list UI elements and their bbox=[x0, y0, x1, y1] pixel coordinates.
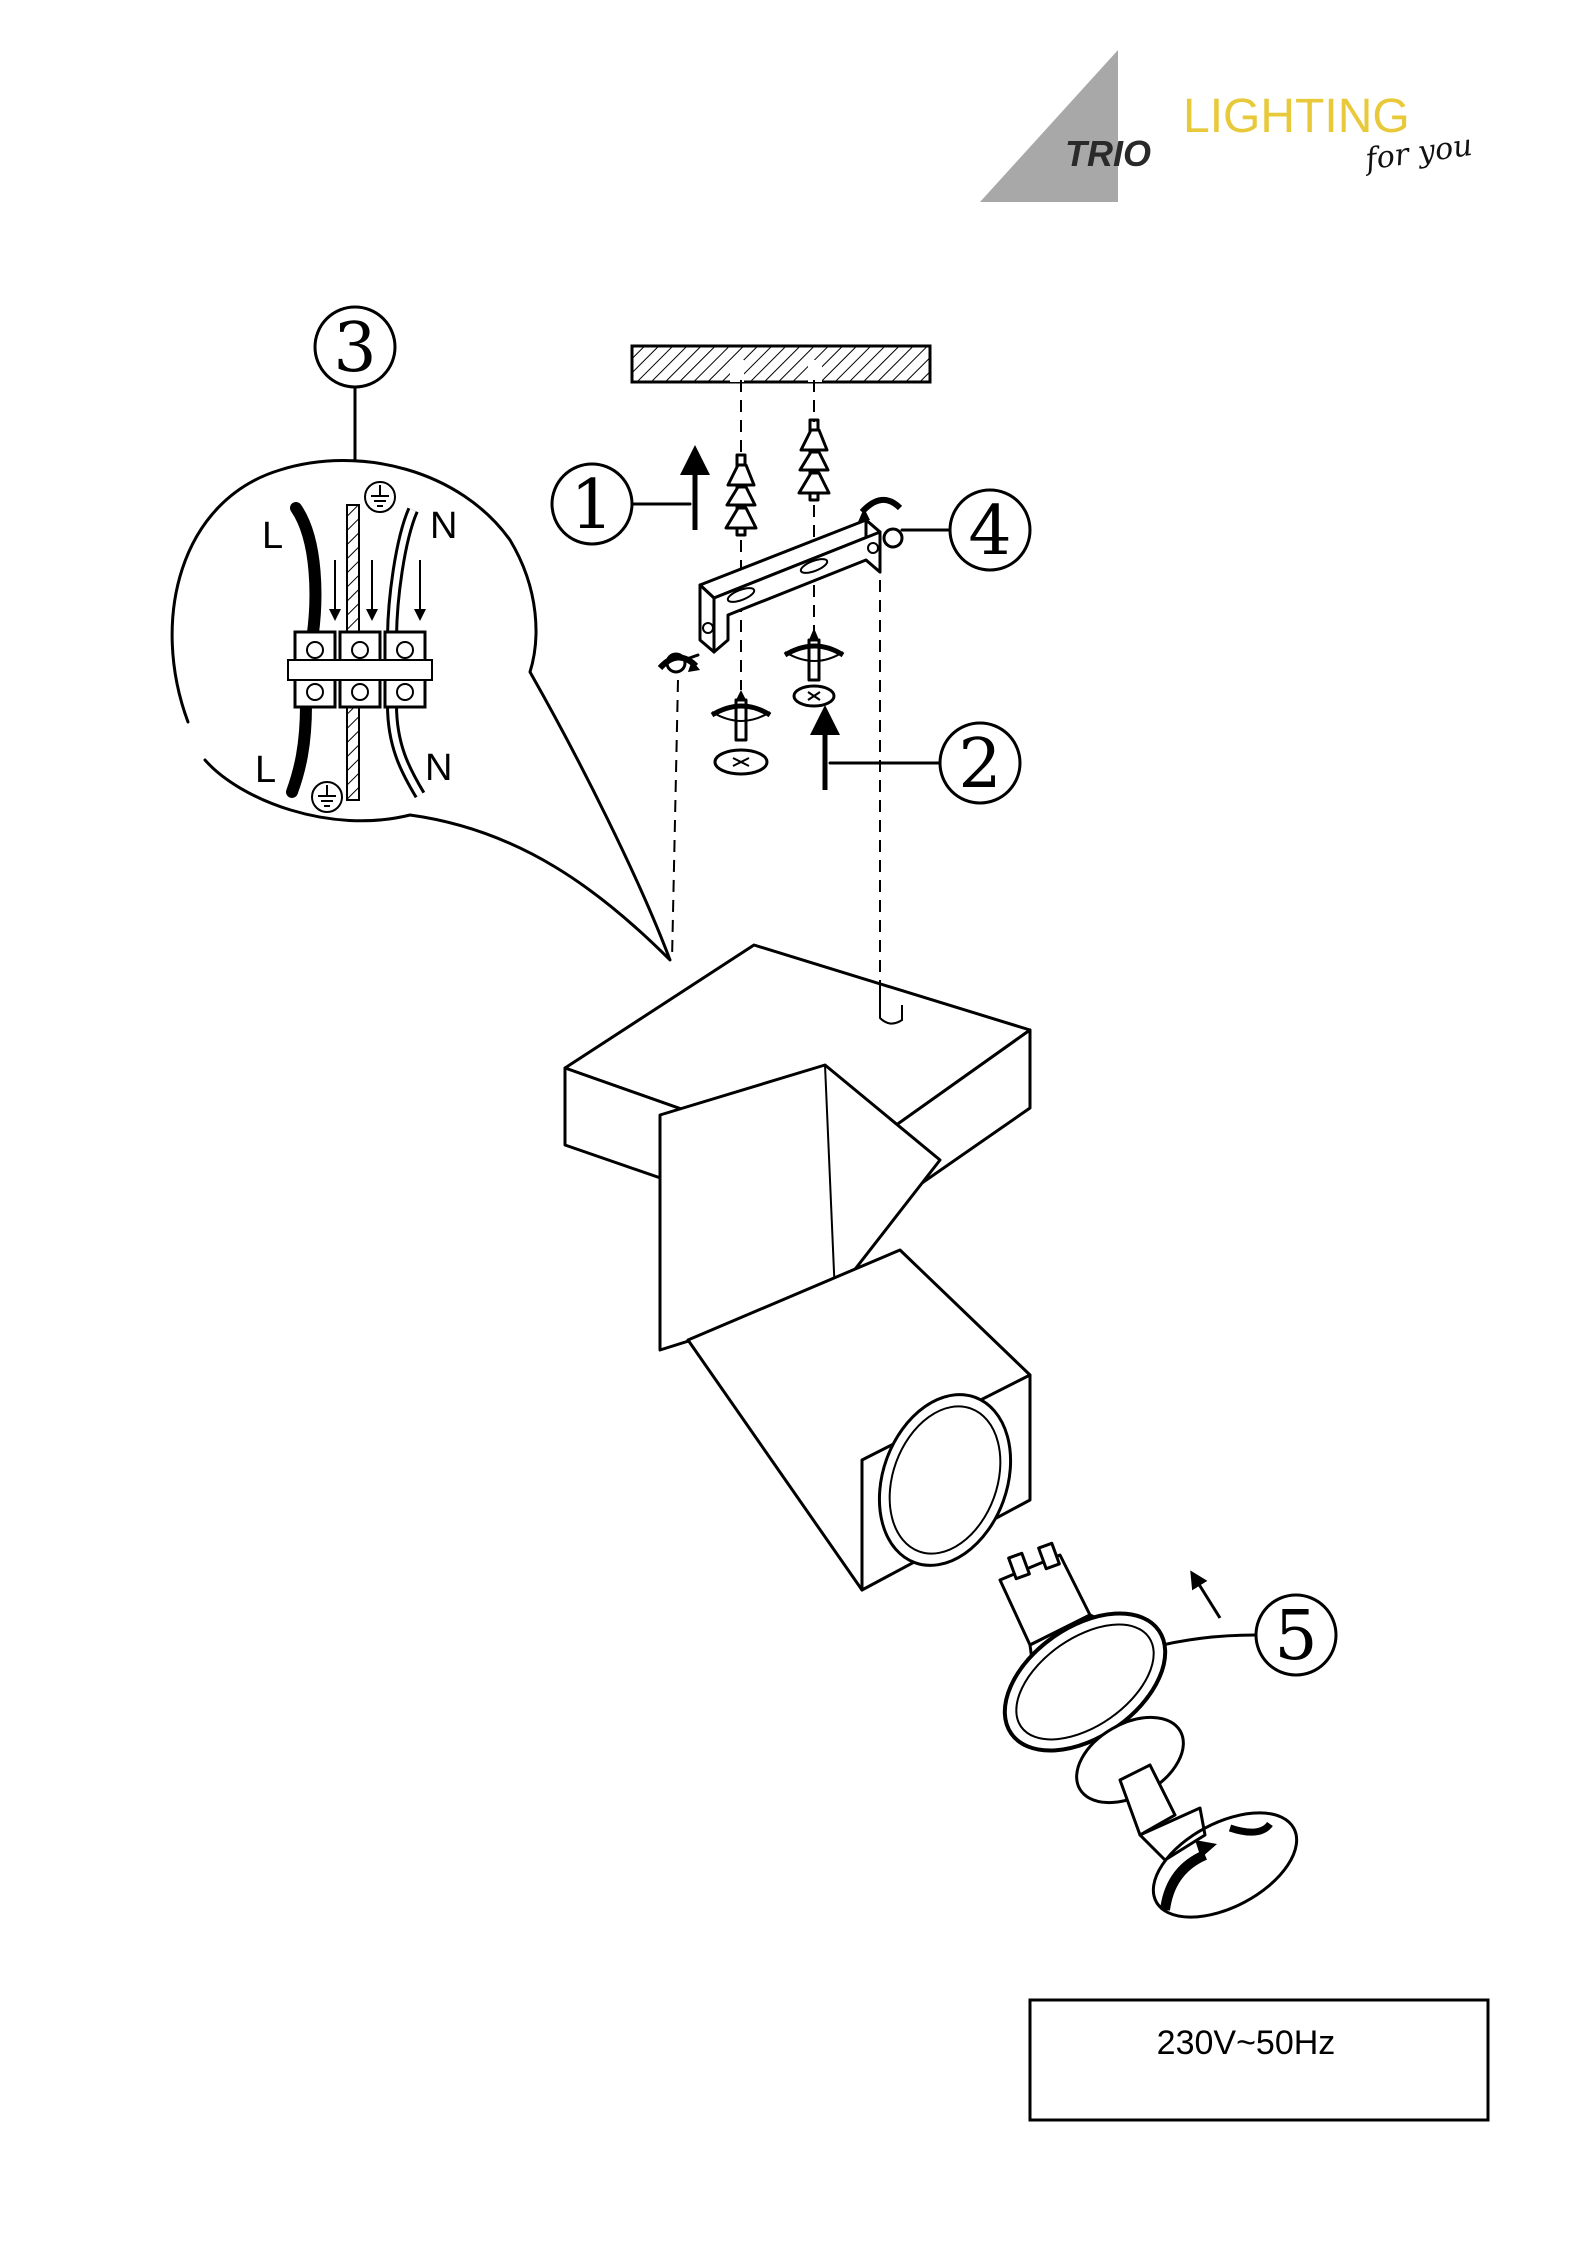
voltage-rating-text: 230V~50Hz bbox=[1157, 2024, 1336, 2062]
earth-wire-bottom bbox=[347, 705, 359, 800]
trio-logo: TRIO LIGHTING for you bbox=[980, 50, 1474, 202]
fixing-screw-left bbox=[660, 654, 700, 672]
earth-symbol-bottom bbox=[312, 782, 342, 812]
logo-brand-text: TRIO bbox=[1065, 133, 1151, 174]
step-1-callout: 1 bbox=[552, 464, 690, 545]
step-4-callout: 4 bbox=[902, 490, 1030, 571]
earth-wire-top bbox=[347, 505, 359, 640]
step-3-number: 3 bbox=[333, 309, 376, 388]
logo-wordmark-text: LIGHTING bbox=[1183, 90, 1410, 143]
live-wire-bottom bbox=[292, 705, 306, 792]
wall-plug-right bbox=[799, 420, 829, 500]
step-5-callout: 5 bbox=[1150, 1595, 1336, 1676]
ceiling-screw-left bbox=[712, 690, 770, 774]
wall-plug-left bbox=[726, 455, 756, 535]
step5-arrow bbox=[1195, 1578, 1220, 1618]
neutral-label-bottom: N bbox=[425, 747, 452, 789]
live-label-top: L bbox=[262, 515, 283, 557]
step-2-callout: 2 bbox=[830, 723, 1020, 804]
live-label-bottom: L bbox=[255, 749, 276, 791]
logo-triangle bbox=[980, 50, 1118, 202]
voltage-rating-box: 230V~50Hz bbox=[1030, 2000, 1488, 2120]
neutral-label-top: N bbox=[430, 505, 457, 547]
step-3-callout: 3 bbox=[315, 307, 395, 460]
step-5-number: 5 bbox=[1274, 1597, 1317, 1676]
ceiling-slab bbox=[632, 346, 930, 382]
ceiling-screw-right bbox=[785, 628, 843, 706]
step-2-number: 2 bbox=[958, 725, 1001, 804]
suction-cup-tool bbox=[1062, 1700, 1314, 1939]
earth-symbol-top bbox=[365, 482, 395, 512]
mounting-bracket bbox=[700, 520, 880, 652]
live-wire-top bbox=[296, 508, 315, 640]
alignment-lines bbox=[672, 380, 880, 980]
terminal-block bbox=[288, 632, 432, 707]
step-1-number: 1 bbox=[570, 466, 613, 545]
step-4-number: 4 bbox=[968, 492, 1011, 571]
